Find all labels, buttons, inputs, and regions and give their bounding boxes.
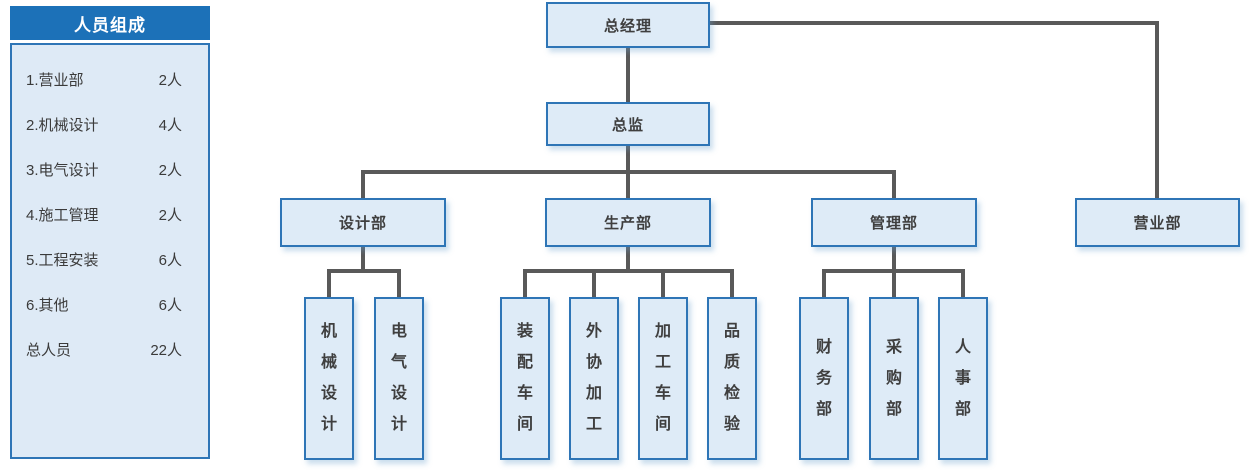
personnel-label: 3.电气设计 <box>26 162 99 179</box>
personnel-label: 5.工程安装 <box>26 252 99 269</box>
node-hr-dept: 人事部 <box>938 297 988 460</box>
personnel-count: 4人 <box>158 117 182 134</box>
connector-design-stem <box>361 247 365 269</box>
node-label: 机械设计 <box>320 323 337 433</box>
node-label: 加工车间 <box>654 323 671 433</box>
connector-production-bus <box>523 269 734 273</box>
connector-gm-sales-horizontal <box>710 21 1159 25</box>
node-quality-inspection: 品质检验 <box>707 297 757 460</box>
node-sales-dept: 营业部 <box>1075 198 1240 247</box>
node-label: 采购部 <box>885 338 902 418</box>
node-label: 外协加工 <box>585 323 602 433</box>
personnel-count: 6人 <box>158 297 182 314</box>
connector-drop-admin <box>892 174 896 198</box>
connector-drop-machining <box>661 273 665 297</box>
personnel-count: 2人 <box>158 72 182 89</box>
personnel-row: 总人员 22人 <box>12 327 208 372</box>
connector-drop-outsourcing <box>592 273 596 297</box>
node-finance-dept: 财务部 <box>799 297 849 460</box>
personnel-label: 6.其他 <box>26 297 69 314</box>
personnel-row: 2.机械设计 4人 <box>12 102 208 147</box>
node-outsourcing-processing: 外协加工 <box>569 297 619 460</box>
personnel-panel: 1.营业部 2人 2.机械设计 4人 3.电气设计 2人 4.施工管理 2人 5… <box>10 43 210 459</box>
connector-admin-bus <box>822 269 965 273</box>
connector-gm-director <box>626 48 630 102</box>
connector-drop-quality <box>730 273 734 297</box>
personnel-panel-title: 人员组成 <box>10 6 210 40</box>
connector-drop-hr <box>961 273 965 297</box>
node-label: 品质检验 <box>723 323 740 433</box>
connector-design-bus <box>327 269 401 273</box>
node-label: 营业部 <box>1133 215 1182 232</box>
node-assembly-workshop: 装配车间 <box>500 297 550 460</box>
personnel-count: 6人 <box>158 252 182 269</box>
node-purchasing-dept: 采购部 <box>869 297 919 460</box>
personnel-row: 3.电气设计 2人 <box>12 147 208 192</box>
connector-production-stem <box>626 247 630 269</box>
node-label: 电气设计 <box>390 323 407 433</box>
personnel-count: 2人 <box>158 207 182 224</box>
node-label: 设计部 <box>338 215 387 232</box>
node-general-manager: 总经理 <box>546 2 710 48</box>
connector-admin-stem <box>892 247 896 269</box>
personnel-label: 4.施工管理 <box>26 207 99 224</box>
node-mechanical-design: 机械设计 <box>304 297 354 460</box>
node-machining-workshop: 加工车间 <box>638 297 688 460</box>
node-label: 装配车间 <box>516 323 533 433</box>
connector-drop-assembly <box>523 273 527 297</box>
node-label: 总经理 <box>603 17 652 35</box>
connector-drop-mech <box>327 273 331 297</box>
node-admin-dept: 管理部 <box>811 198 977 247</box>
personnel-count: 22人 <box>150 342 182 359</box>
connector-gm-sales-vertical <box>1155 21 1159 198</box>
personnel-row: 5.工程安装 6人 <box>12 237 208 282</box>
connector-drop-design <box>361 174 365 198</box>
node-label: 总监 <box>611 116 644 134</box>
connector-drop-elec <box>397 273 401 297</box>
node-director: 总监 <box>546 102 710 146</box>
node-electrical-design: 电气设计 <box>374 297 424 460</box>
personnel-count: 2人 <box>158 162 182 179</box>
node-label: 生产部 <box>603 215 652 232</box>
node-label: 财务部 <box>815 338 832 418</box>
connector-departments-bus <box>361 170 896 174</box>
node-label: 人事部 <box>954 338 971 418</box>
personnel-row: 6.其他 6人 <box>12 282 208 327</box>
personnel-row: 4.施工管理 2人 <box>12 192 208 237</box>
personnel-row: 1.营业部 2人 <box>12 57 208 102</box>
personnel-label: 1.营业部 <box>26 72 84 89</box>
node-production-dept: 生产部 <box>545 198 711 247</box>
connector-drop-finance <box>822 273 826 297</box>
node-design-dept: 设计部 <box>280 198 446 247</box>
personnel-label: 总人员 <box>26 342 72 359</box>
connector-drop-purchasing <box>892 273 896 297</box>
node-label: 管理部 <box>869 215 918 232</box>
personnel-label: 2.机械设计 <box>26 117 99 134</box>
